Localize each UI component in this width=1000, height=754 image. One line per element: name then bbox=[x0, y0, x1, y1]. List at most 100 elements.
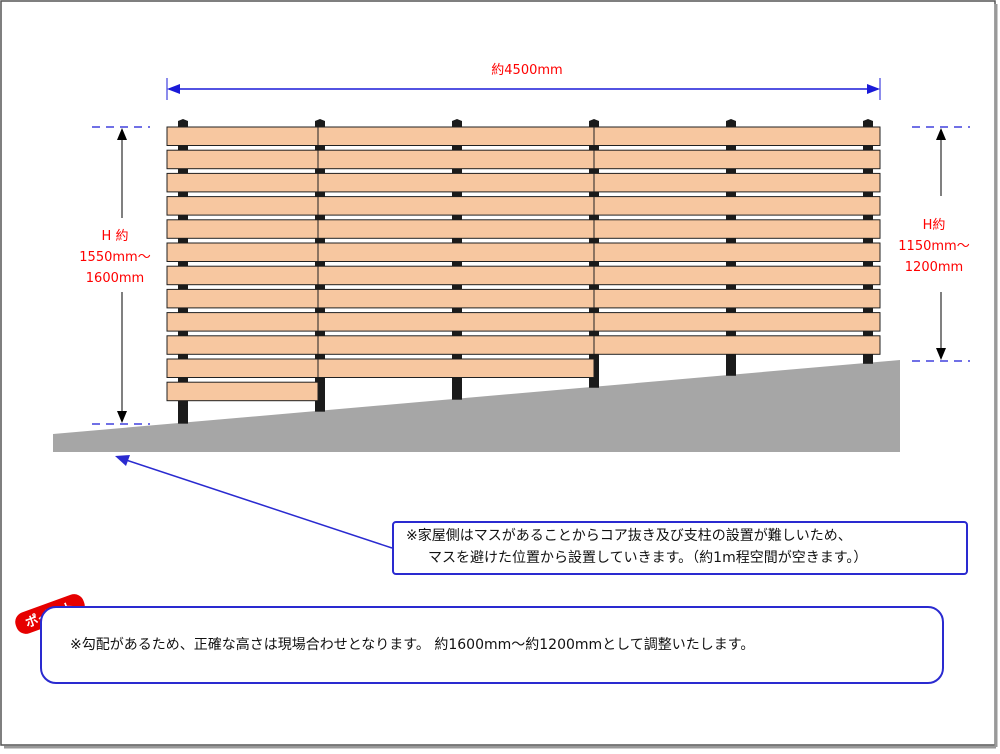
point-note-box: ※勾配があるため、正確な高さは現場合わせとなります。 約1600mm～約1200… bbox=[40, 606, 944, 684]
width-arrow-right bbox=[867, 84, 880, 94]
post-joint-2-5 bbox=[315, 238, 325, 243]
fence-board-2-11 bbox=[317, 358, 595, 378]
post-joint-4-4 bbox=[589, 215, 599, 220]
post-joint-4-1 bbox=[589, 145, 599, 151]
fence-board-2-4 bbox=[317, 196, 595, 216]
post-joint-4-2 bbox=[589, 168, 599, 174]
post-joint-1-8 bbox=[178, 307, 188, 313]
fence-board-3-5 bbox=[593, 219, 881, 239]
post-joint-3-4 bbox=[452, 215, 462, 220]
post-joint-5-9 bbox=[726, 331, 736, 336]
fence-board-3-3 bbox=[593, 172, 881, 193]
fence-board-2-9 bbox=[317, 312, 595, 332]
left-height-arrow-bottom bbox=[117, 411, 127, 423]
post-joint-5-7 bbox=[726, 284, 736, 290]
post-joint-6-8 bbox=[863, 307, 873, 313]
post-joint-1-1 bbox=[178, 145, 188, 151]
fence-board-1-8 bbox=[166, 288, 319, 309]
post-cap-3 bbox=[452, 119, 462, 126]
left-height-dimension: H 約 1550mm～ 1600mm bbox=[79, 126, 151, 425]
fence-board-1-9 bbox=[166, 312, 319, 332]
post-joint-5-8 bbox=[726, 307, 736, 313]
width-dimension: 約4500mm bbox=[166, 63, 881, 100]
fence-board-2-6 bbox=[317, 242, 595, 262]
post-joint-2-6 bbox=[315, 261, 325, 267]
post-joint-1-12 bbox=[178, 400, 188, 406]
right-height-label-3: 1200mm bbox=[905, 260, 963, 275]
left-height-label-3: 1600mm bbox=[86, 271, 144, 286]
post-joint-3-3 bbox=[452, 191, 462, 197]
fence-board-2-8 bbox=[317, 288, 595, 309]
fence-board-3-8 bbox=[593, 288, 881, 309]
fence-board-2-3 bbox=[317, 172, 595, 193]
fence-board-1-7 bbox=[166, 265, 319, 286]
post-joint-5-10 bbox=[726, 354, 736, 359]
fence-board-1-1 bbox=[166, 126, 319, 146]
fence-board-1-12 bbox=[166, 381, 319, 402]
board-joints bbox=[178, 145, 873, 406]
fence-board-1-5 bbox=[166, 219, 319, 239]
post-joint-2-8 bbox=[315, 307, 325, 313]
post-cap-2 bbox=[315, 119, 325, 126]
post-joint-5-4 bbox=[726, 215, 736, 220]
fence-board-1-4 bbox=[166, 196, 319, 216]
post-joint-1-9 bbox=[178, 331, 188, 336]
post-joint-6-4 bbox=[863, 215, 873, 220]
fence-board-1-2 bbox=[166, 149, 319, 170]
post-joint-5-6 bbox=[726, 261, 736, 267]
post-joint-4-6 bbox=[589, 261, 599, 267]
post-joint-4-9 bbox=[589, 331, 599, 336]
point-note-text: ※勾配があるため、正確な高さは現場合わせとなります。 約1600mm～約1200… bbox=[70, 637, 755, 653]
post-joint-5-3 bbox=[726, 191, 736, 197]
sloped-ground bbox=[53, 360, 900, 452]
post-joint-6-10 bbox=[863, 354, 873, 359]
fence-boards bbox=[166, 126, 881, 402]
fence-board-2-5 bbox=[317, 219, 595, 239]
left-height-label-2: 1550mm～ bbox=[79, 250, 150, 265]
post-joint-2-11 bbox=[315, 377, 325, 383]
left-height-label-1: H 約 bbox=[102, 229, 129, 244]
fence-board-3-9 bbox=[593, 312, 881, 332]
post-joint-2-3 bbox=[315, 191, 325, 197]
right-height-dimension: H約 1150mm～ 1200mm bbox=[898, 126, 970, 362]
post-joint-6-9 bbox=[863, 331, 873, 336]
post-joint-2-7 bbox=[315, 284, 325, 290]
left-height-arrow-top bbox=[117, 128, 127, 140]
post-joint-3-8 bbox=[452, 307, 462, 313]
post-joint-2-10 bbox=[315, 354, 325, 359]
post-joint-1-5 bbox=[178, 238, 188, 243]
post-joint-2-1 bbox=[315, 145, 325, 151]
post-cap-4 bbox=[589, 119, 599, 126]
post-joint-4-8 bbox=[589, 307, 599, 313]
post-cap-6 bbox=[863, 119, 873, 126]
post-joint-4-3 bbox=[589, 191, 599, 197]
post-cap-1 bbox=[178, 119, 188, 126]
fence-board-2-7 bbox=[317, 265, 595, 286]
post-joint-6-3 bbox=[863, 191, 873, 197]
right-height-label-2: 1150mm～ bbox=[898, 239, 969, 254]
post-joint-1-10 bbox=[178, 354, 188, 359]
post-joint-6-7 bbox=[863, 284, 873, 290]
post-joint-6-5 bbox=[863, 238, 873, 243]
post-joint-6-2 bbox=[863, 168, 873, 174]
fence-board-3-10 bbox=[593, 335, 881, 355]
right-height-label-1: H約 bbox=[923, 218, 946, 233]
post-joint-6-6 bbox=[863, 261, 873, 267]
width-label: 約4500mm bbox=[491, 63, 562, 78]
post-joint-4-10 bbox=[589, 354, 599, 359]
post-joint-2-9 bbox=[315, 331, 325, 336]
post-joint-4-5 bbox=[589, 238, 599, 243]
house-side-note-line1: ※家屋側はマスがあることからコア抜き及び支柱の設置が難しいため、 bbox=[406, 528, 852, 544]
post-joint-1-6 bbox=[178, 261, 188, 267]
post-joint-3-7 bbox=[452, 284, 462, 290]
post-cap-5 bbox=[726, 119, 736, 126]
fence-board-1-11 bbox=[166, 358, 319, 378]
post-joint-3-11 bbox=[452, 377, 462, 383]
right-height-arrow-top bbox=[936, 128, 946, 140]
post-joint-1-7 bbox=[178, 284, 188, 290]
fence-board-2-10 bbox=[317, 335, 595, 355]
fence-board-3-2 bbox=[593, 149, 881, 170]
post-joint-3-5 bbox=[452, 238, 462, 243]
